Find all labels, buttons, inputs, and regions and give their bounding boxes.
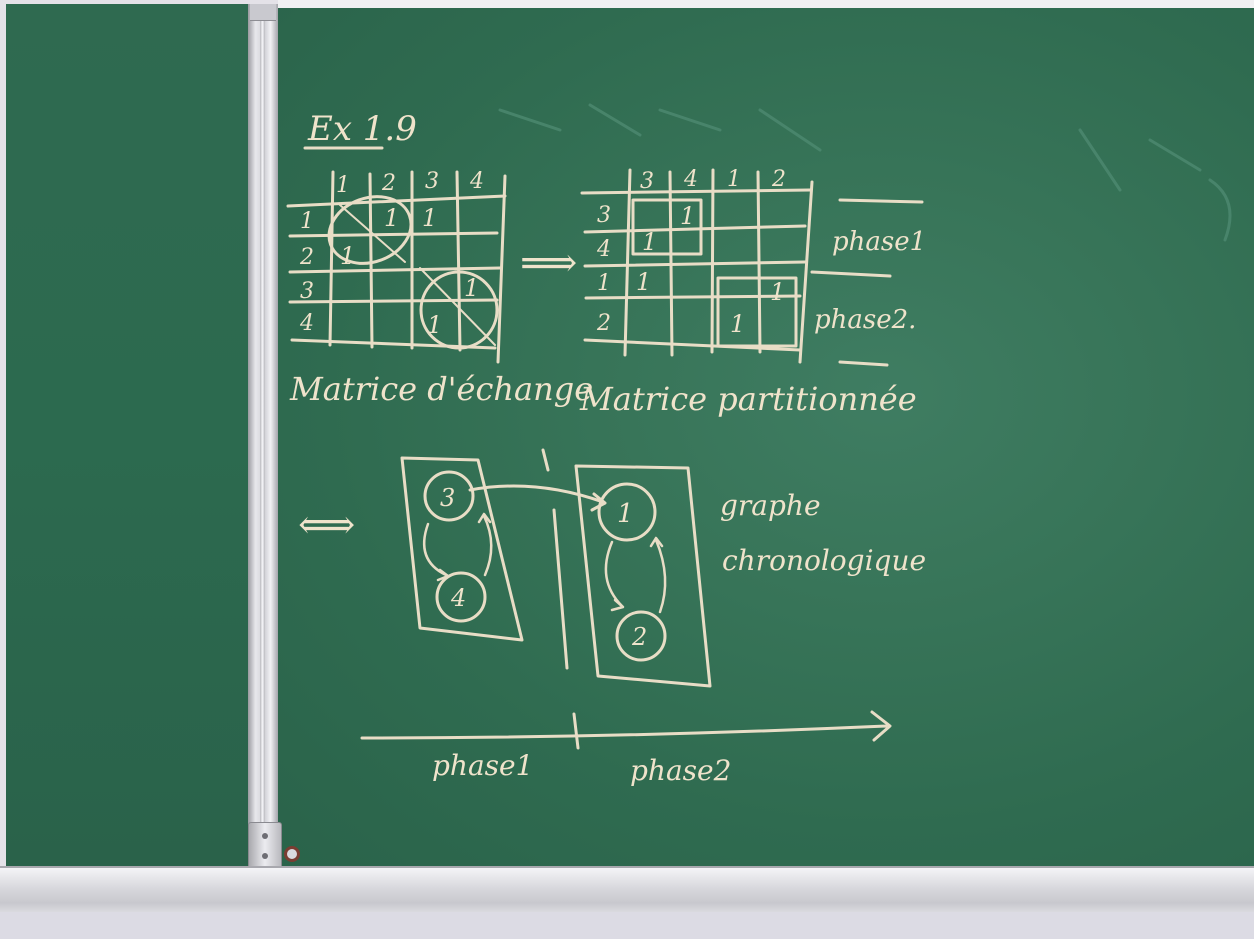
right-col-header: 3 [640,169,654,194]
left-row-header: 3 [300,279,314,304]
right-matrix-row-headers: 3 4 1 2 [596,203,611,336]
board-knob[interactable] [284,846,300,862]
erased-chalk-remnants [498,103,1232,242]
left-matrix-cell: 1 [384,204,399,232]
graph-label-line1: graphe [720,489,821,522]
right-matrix-cell: 1 [636,268,651,296]
right-row-header: 2 [596,311,611,336]
graph-node-2: 2 [631,623,647,651]
right-matrix-cell: 1 [680,202,695,230]
left-row-header: 4 [299,311,314,336]
right-matrix-cell: 1 [642,228,657,256]
left-row-header: 1 [300,209,314,234]
left-matrix-cell: 1 [464,274,479,302]
phase2-matrix-label: phase2. [814,305,916,335]
board-divider-frame [248,4,278,890]
right-matrix-cells: 1 1 1 1 1 [636,202,785,338]
phase1-matrix-label: phase1 [832,227,926,257]
equivalence-arrow: ⟺ [298,502,355,548]
hinge-screw [262,833,268,839]
right-row-header: 4 [596,237,611,262]
chalk-tray [0,866,1254,918]
main-chalkboard-panel [278,8,1254,866]
left-col-header: 3 [425,169,439,194]
left-matrix-cells: 1 1 1 1 1 [340,204,479,339]
wall-below-board [0,912,1254,939]
graph-label-line2: chronologique [722,544,926,577]
right-col-header: 4 [683,167,698,192]
implies-arrow: ⟹ [520,240,577,286]
hinge-screw [262,853,268,859]
left-matrix-caption: Matrice d'échange [289,370,593,408]
left-matrix-row-headers: 1 2 3 4 [299,209,314,336]
left-matrix-cell: 1 [422,204,437,232]
left-col-header: 4 [469,169,484,194]
timeline-axis [360,710,892,750]
left-matrix-cell: 1 [340,242,355,270]
frame-groove [260,4,265,890]
graph-node-3: 3 [440,484,455,512]
right-row-header: 1 [597,271,611,296]
right-matrix-col-headers: 3 4 1 2 [640,167,786,194]
left-chalkboard-panel [6,4,250,872]
right-row-header: 3 [597,203,611,228]
graph-node-1: 1 [617,499,634,529]
chronological-graph [400,448,712,688]
left-matrix-grid [286,170,507,364]
left-row-header: 2 [299,245,314,270]
graph-node-4: 4 [450,584,466,612]
left-col-header: 1 [336,173,350,198]
right-matrix-caption: Matrice partitionnée [579,380,917,418]
timeline-phase2-label: phase2 [630,754,731,787]
left-col-header: 2 [381,171,396,196]
board-top-rail [278,0,1254,10]
right-col-header: 1 [727,167,741,192]
right-matrix-cell: 1 [770,278,785,306]
right-matrix-cell: 1 [730,310,745,338]
right-col-header: 2 [771,167,786,192]
graph-nodes: 3 4 1 2 [440,484,647,651]
right-matrix-grid [580,168,924,367]
exercise-heading: Ex 1.9 [307,109,417,149]
left-matrix-cell: 1 [427,311,442,339]
timeline-phase1-label: phase1 [432,749,533,782]
left-matrix-col-headers: 1 2 3 4 [336,169,484,198]
frame-top-cap [250,4,276,21]
